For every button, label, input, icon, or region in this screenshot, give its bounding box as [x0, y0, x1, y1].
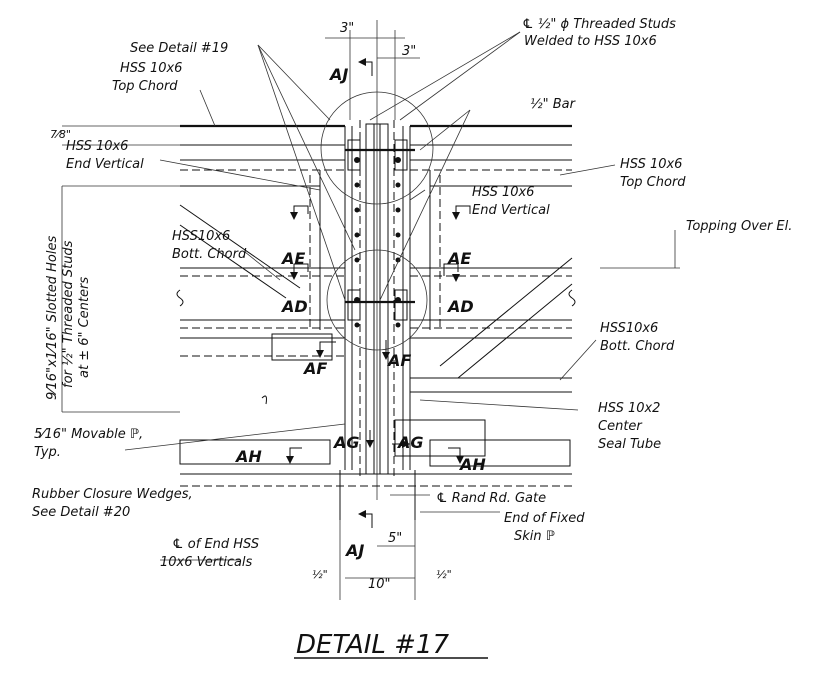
rand-rd-gate-label: ℄ Rand Rd. Gate — [436, 491, 546, 506]
hss-top-chord-right-label-2: Top Chord — [620, 175, 686, 190]
half-inch-bar-label: ½" Bar — [530, 97, 577, 112]
end-of-fixed-skin-label: End of Fixed — [504, 511, 585, 526]
bottom-chord-left-label: HSS10x6 — [172, 229, 230, 244]
hss-top-chord-left-label-2: Top Chord — [112, 79, 178, 94]
topping-label: Topping Over El. — [686, 219, 792, 234]
hss-end-vertical-right-label: HSS 10x6 — [472, 185, 534, 200]
section-ad-right-label: AD — [446, 297, 474, 316]
studs-label: ℄ ½" ϕ Threaded Studs — [522, 17, 676, 32]
dim-7-8-label: 7⁄8" — [50, 128, 71, 141]
slotted-holes-label-3: at ± 6" Centers — [77, 277, 92, 378]
leader-lines — [124, 31, 616, 561]
diagonal-brace-left — [179, 204, 301, 299]
slotted-holes-label-2: for ½" Threaded Studs — [61, 240, 76, 388]
section-aj-top-label: AJ — [328, 65, 348, 84]
hss-top-chord-left-label: HSS 10x6 — [120, 61, 182, 76]
dim-5-label: 5" — [388, 531, 402, 546]
section-ae-right-label: AE — [446, 249, 471, 268]
threaded-studs — [345, 139, 415, 328]
dim-10-label: 10" — [368, 577, 391, 592]
section-af-right-label: AF — [386, 351, 411, 370]
bottom-chord-right-label-2: Bott. Chord — [600, 339, 675, 354]
section-ae-left-label: AE — [280, 249, 305, 268]
seal-tube-label-3: Seal Tube — [598, 437, 661, 452]
section-ah-left-label: AH — [234, 447, 262, 466]
rubber-closure-label-2: See Detail #20 — [32, 505, 130, 520]
dim-half-left-label: ½" — [312, 568, 328, 581]
end-vertical-right — [402, 126, 441, 470]
movable-plates — [179, 333, 572, 520]
bottom-chord-left — [180, 267, 345, 357]
rubber-closure-label: Rubber Closure Wedges, — [32, 487, 193, 502]
hss-end-vertical-right-label-2: End Vertical — [472, 203, 550, 218]
section-aj-bottom-label: AJ — [344, 541, 364, 560]
studs-label-2: Welded to HSS 10x6 — [524, 34, 657, 49]
bottom-dimensions — [339, 230, 680, 600]
seal-tube-label-2: Center — [598, 419, 643, 434]
bottom-chord-left-label-2: Bott. Chord — [172, 247, 247, 262]
section-arrows — [286, 58, 471, 528]
end-hss-label-2: 10x6 Verticals — [160, 555, 253, 570]
hss-end-vertical-left-label-2: End Vertical — [66, 157, 144, 172]
section-ad-left-label: AD — [280, 297, 308, 316]
dim-3-right-label: 3" — [402, 44, 416, 59]
detail-19-circles — [320, 91, 434, 351]
detail-title: DETAIL #17 — [296, 630, 449, 660]
movable-plate-label-2: Typ. — [34, 445, 61, 460]
dim-half-right-label: ½" — [436, 568, 452, 581]
section-ag-right-label: AG — [396, 433, 424, 452]
hss-top-chord-right-label: HSS 10x6 — [620, 157, 682, 172]
seal-tube-label: HSS 10x2 — [598, 401, 660, 416]
end-of-fixed-skin-label-2: Skin ℙ — [514, 529, 555, 544]
section-ah-right-label: AH — [458, 455, 486, 474]
bottom-chord-right-label: HSS10x6 — [600, 321, 658, 336]
slotted-holes-note: 9⁄16"x1⁄16" Slotted Holes for ½" Threade… — [45, 236, 92, 400]
bottom-chord-right — [410, 267, 572, 393]
top-chord-right — [410, 124, 572, 187]
section-ag-left-label: AG — [332, 433, 360, 452]
see-detail-19-label: See Detail #19 — [130, 41, 228, 56]
hss-end-vertical-left-label: HSS 10x6 — [66, 139, 128, 154]
center-seal-tube — [359, 20, 395, 500]
end-hss-label: ℄ of End HSS — [172, 537, 259, 552]
section-af-left-label: AF — [302, 359, 327, 378]
dim-3-top-label: 3" — [340, 21, 354, 36]
slotted-holes-label: 9⁄16"x1⁄16" Slotted Holes — [45, 236, 60, 400]
end-vertical-left — [309, 126, 353, 470]
break-marks — [176, 289, 576, 405]
movable-plate-label: 5⁄16" Movable ℙ, — [34, 427, 143, 442]
diagonal-brace-right — [439, 257, 573, 379]
